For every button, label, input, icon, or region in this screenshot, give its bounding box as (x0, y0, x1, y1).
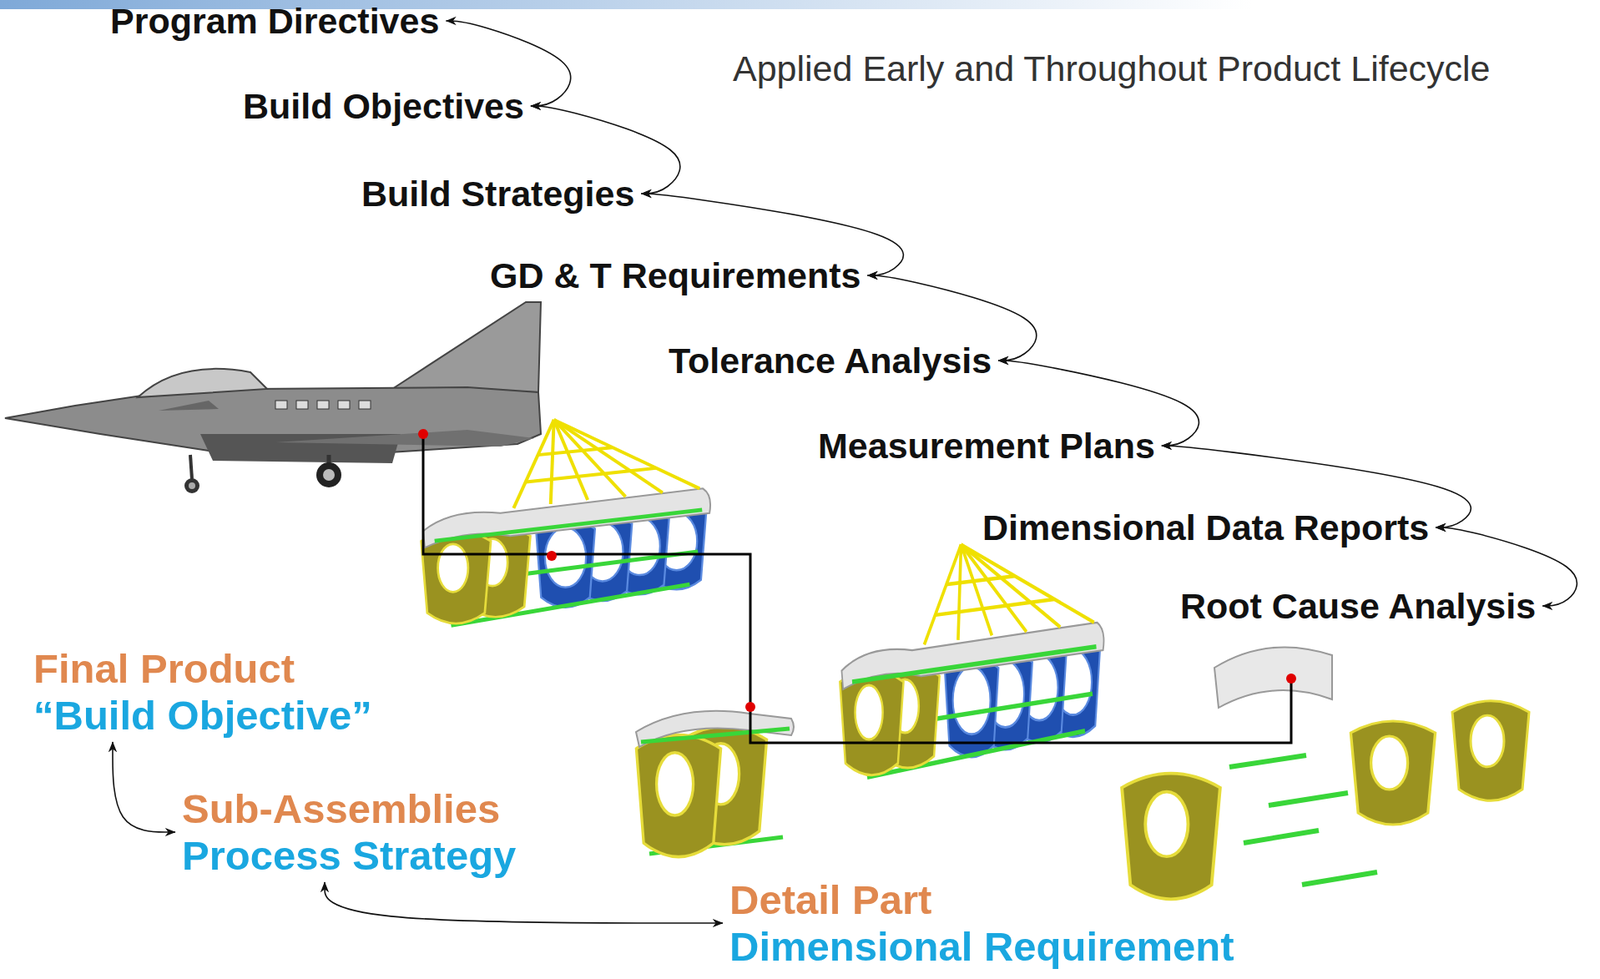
step-text: GD & T Requirements (489, 255, 861, 296)
red-dot (418, 429, 429, 440)
wheel (316, 462, 342, 488)
stringer-part (1229, 755, 1307, 768)
process-step: Dimensional Data Reports (982, 507, 1429, 548)
level-role: Dimensional Requirement (729, 923, 1234, 970)
process-step: Program Directives (110, 0, 440, 41)
step-text: Build Objectives (242, 85, 525, 127)
red-dot (1286, 673, 1297, 684)
step-text: Measurement Plans (817, 425, 1156, 466)
breakdown-line (423, 434, 1292, 743)
skin-part (1214, 646, 1333, 708)
hub (188, 482, 196, 490)
step-text: Program Directives (110, 0, 440, 41)
panel (338, 400, 350, 409)
stringer-part (1268, 792, 1348, 806)
wing (275, 429, 535, 447)
bulkhead (635, 734, 721, 857)
panel (275, 400, 288, 409)
bulkhead-part (1350, 721, 1435, 825)
bulkhead-part (1452, 701, 1530, 802)
wheel (184, 478, 200, 494)
step-text: Root Cause Analysis (1180, 585, 1536, 626)
panel (296, 400, 308, 409)
process-step: Tolerance Analysis (668, 340, 992, 381)
fuselage-assembly (421, 419, 711, 626)
level-label: Detail PartDimensional Requirement (729, 876, 1234, 970)
red-dot (745, 701, 756, 712)
level-label: Sub-AssembliesProcess Strategy (181, 785, 516, 879)
canopy (137, 368, 268, 398)
stringer-part (1243, 830, 1319, 843)
process-step: Measurement Plans (817, 425, 1156, 466)
process-step: Build Strategies (361, 173, 635, 214)
sub-assembly (635, 711, 794, 858)
double-arrow (324, 882, 723, 924)
level-label: Final Product“Build Objective” (33, 645, 373, 739)
double-arrow (112, 741, 176, 833)
red-dot (546, 550, 557, 561)
panel (358, 400, 371, 409)
stringer (641, 728, 790, 742)
panel (317, 400, 329, 409)
step-text: Tolerance Analysis (668, 340, 992, 381)
level-role: Process Strategy (181, 832, 516, 879)
stringer-part (1302, 872, 1378, 885)
note-text: Applied Early and Throughout Product Lif… (732, 48, 1491, 89)
level-role: “Build Objective” (33, 691, 373, 739)
process-step: Root Cause Analysis (1180, 585, 1536, 626)
canard (158, 400, 219, 411)
bulkhead-part (1121, 773, 1221, 900)
tail-fin (392, 302, 541, 393)
level-name: Detail Part (729, 876, 1234, 924)
level-name: Sub-Assemblies (181, 785, 516, 833)
process-step: Build Objectives (242, 85, 525, 127)
jet (5, 302, 541, 494)
step-text: Dimensional Data Reports (982, 507, 1429, 548)
process-step: GD & T Requirements (489, 255, 861, 296)
level-name: Final Product (33, 645, 373, 692)
step-text: Build Strategies (361, 173, 635, 214)
hub (323, 469, 335, 481)
nose-gear (190, 454, 192, 480)
